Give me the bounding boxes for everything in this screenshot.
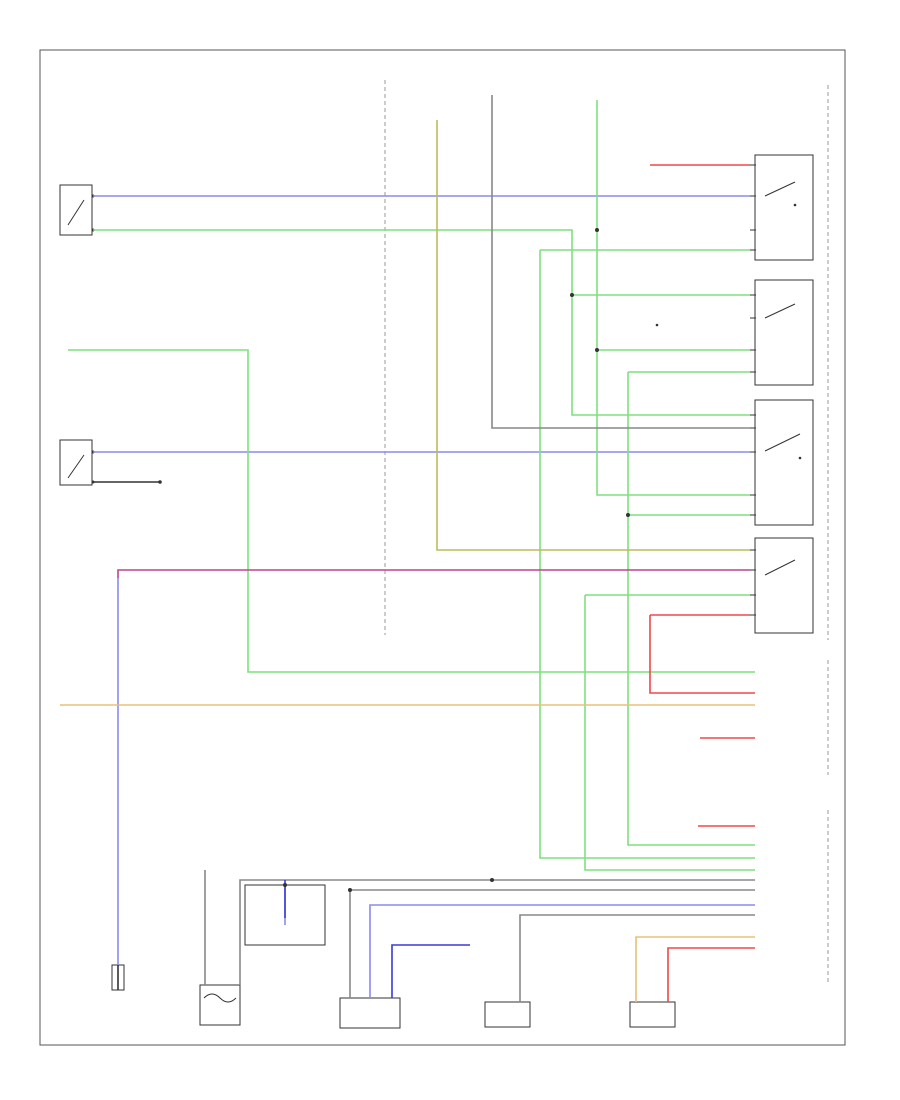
blower-motor-component — [199, 984, 241, 1026]
splice-dot — [595, 348, 599, 352]
mode-switch-panel-3 — [754, 399, 814, 526]
wire-green — [539, 250, 755, 859]
wire-dark-blue — [391, 944, 470, 998]
terminal-dot — [793, 203, 797, 207]
aux-sensor-component — [59, 439, 93, 486]
switch-contact-icon — [764, 181, 796, 197]
wire-green — [584, 595, 755, 871]
terminal-dot — [798, 456, 802, 460]
wire-green — [93, 229, 750, 416]
wire-gray — [239, 879, 755, 985]
mode-switch-panel-1 — [754, 154, 814, 261]
mode-switch-panel-4 — [754, 537, 814, 634]
splice-dot — [626, 513, 630, 517]
splice-dot — [570, 293, 574, 297]
connector-pins — [750, 164, 756, 616]
wire-blue — [369, 904, 755, 998]
switch-contact-icon — [764, 303, 796, 319]
wire-violet-red — [117, 569, 750, 578]
wire-green — [68, 349, 755, 673]
sensor-switch-icon — [67, 454, 85, 479]
wire-gray — [519, 914, 755, 1002]
wire-red — [667, 947, 755, 1002]
sensor-switch-icon — [67, 199, 85, 226]
mode-door-component — [629, 1001, 676, 1028]
terminal-dot — [655, 323, 659, 327]
wire-gray — [491, 95, 750, 429]
motor-winding-icon — [203, 993, 237, 1003]
wire-red — [649, 615, 755, 694]
splice-dot — [348, 888, 352, 892]
wire-group — [60, 95, 755, 1002]
mode-switch-panel-2 — [754, 279, 814, 386]
splice-dot — [490, 878, 494, 882]
recirc-actuator-component — [339, 997, 401, 1029]
splice-dot — [283, 883, 287, 887]
wire-yellow-green — [436, 120, 750, 551]
splice-dot — [595, 228, 599, 232]
switch-contact-icon — [764, 433, 801, 452]
diagram-frame — [39, 49, 846, 1046]
switch-contact-icon — [764, 559, 796, 576]
intake-door-component — [484, 1001, 531, 1028]
wire-green — [627, 372, 755, 846]
temp-sensor-component — [59, 184, 93, 236]
wire-orange — [635, 936, 755, 1002]
